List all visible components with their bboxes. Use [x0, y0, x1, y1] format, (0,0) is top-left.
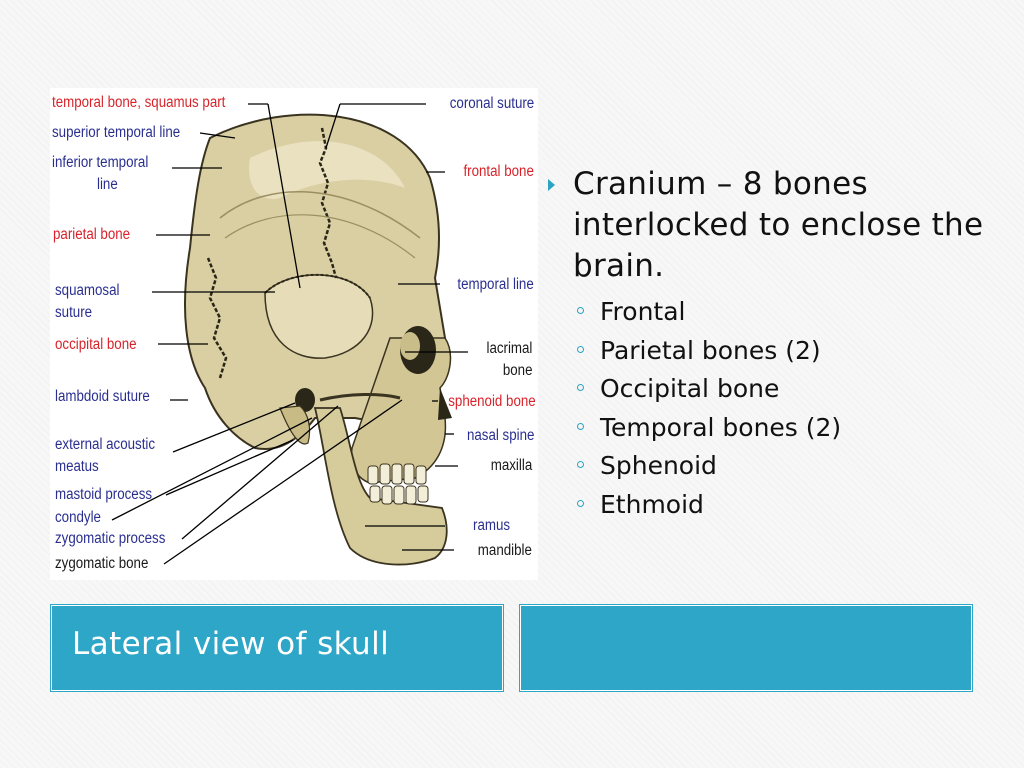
label-external-acoustic-meatus: external acoustic	[55, 436, 156, 453]
sub-bullet-text: Parietal bones (2)	[600, 335, 821, 365]
coronal-suture-line	[318, 127, 338, 279]
sub-bullet-occipital: Occipital bone	[545, 370, 985, 409]
sub-bullet-frontal: Frontal	[545, 293, 985, 332]
label-inferior-temporal-line: inferior temporal	[52, 154, 149, 171]
label-inferior-temporal-line-2: line	[97, 176, 118, 193]
empty-accent-box	[519, 604, 973, 692]
bullet-circle-icon	[577, 384, 584, 391]
main-bullet: Cranium – 8 bones interlocked to enclose…	[545, 164, 985, 287]
sub-bullet-text: Sphenoid	[600, 451, 717, 480]
bullet-circle-icon	[577, 461, 584, 468]
label-external-acoustic-meatus-2: meatus	[55, 458, 99, 475]
label-maxilla: maxilla	[490, 457, 532, 474]
sub-bullet-sphenoid: Sphenoid	[545, 447, 985, 486]
label-zygomatic-process: zygomatic process	[55, 530, 166, 547]
main-bullet-text: Cranium – 8 bones interlocked to enclose…	[573, 166, 984, 284]
label-temporal-squamus: temporal bone, squamus part	[52, 94, 226, 111]
label-frontal-bone: frontal bone	[463, 163, 534, 180]
lambdoid-suture-line	[206, 257, 228, 379]
label-temporal-line: temporal line	[457, 276, 534, 293]
bullet-circle-icon	[577, 422, 584, 430]
sub-bullet-parietal: Parietal bones (2)	[545, 332, 985, 371]
sub-bullet-text: Ethmoid	[600, 489, 704, 519]
skull-illustration	[111, 103, 468, 566]
label-condyle: condyle	[55, 509, 101, 526]
label-occipital-bone: occipital bone	[55, 336, 137, 353]
label-coronal-suture: coronal suture	[449, 95, 534, 112]
bullet-arrow-icon	[548, 179, 555, 191]
sub-bullet-temporal: Temporal bones (2)	[545, 409, 985, 448]
label-zygomatic-bone: zygomatic bone	[55, 555, 149, 572]
squamosal-suture-line	[264, 273, 371, 299]
bullet-circle-icon	[577, 345, 584, 353]
label-ramus: ramus	[472, 517, 510, 534]
label-parietal-bone: parietal bone	[53, 226, 131, 243]
label-squamosal-suture: squamosal	[55, 282, 120, 299]
content-area: Cranium – 8 bones interlocked to enclose…	[545, 164, 985, 524]
label-mastoid-process: mastoid process	[55, 486, 153, 503]
label-nasal-spine: nasal spine	[466, 427, 534, 444]
teeth	[367, 463, 429, 505]
sub-bullet-ethmoid: Ethmoid	[545, 486, 985, 525]
label-mandible: mandible	[477, 542, 532, 559]
sub-bullet-text: Frontal	[600, 297, 686, 326]
label-superior-temporal-line: superior temporal line	[52, 124, 181, 141]
caption-box: Lateral view of skull	[50, 604, 504, 692]
label-sphenoid-bone: sphenoid bone	[448, 393, 536, 410]
bullet-circle-icon	[577, 307, 584, 314]
skull-figure: temporal bone, squamus part superior tem…	[50, 88, 538, 580]
label-lambdoid-suture: lambdoid suture	[55, 388, 150, 405]
label-lacrimal-bone: lacrimal	[486, 340, 532, 357]
label-squamosal-suture-2: suture	[55, 304, 93, 321]
sub-bullet-list: Frontal Parietal bones (2) Occipital bon…	[545, 293, 985, 524]
sub-bullet-text: Occipital bone	[600, 374, 780, 403]
sub-bullet-text: Temporal bones (2)	[600, 412, 842, 442]
label-lacrimal-bone-2: bone	[502, 362, 532, 379]
bullet-circle-icon	[577, 499, 584, 507]
slide-caption: Lateral view of skull	[72, 626, 390, 662]
